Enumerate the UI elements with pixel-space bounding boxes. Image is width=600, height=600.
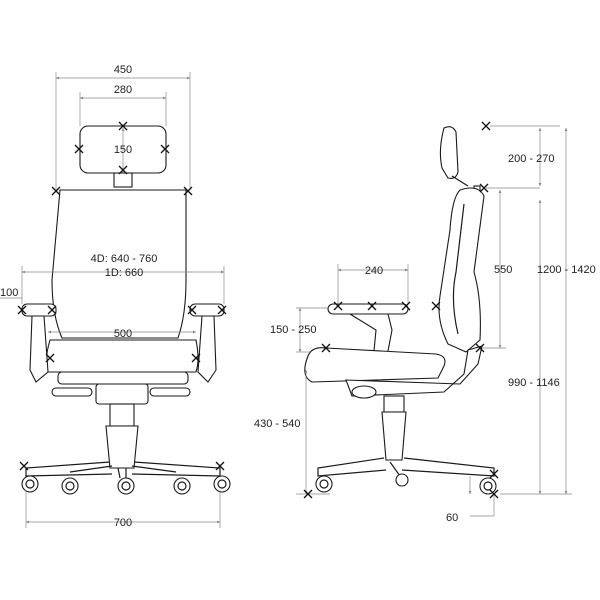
side-armrest-pad <box>327 303 409 315</box>
front-armrest-left <box>21 303 57 317</box>
side-armrest-height-label: 150 - 250 <box>270 324 316 336</box>
side-gas-lift-cover <box>383 395 405 413</box>
side-casters <box>315 473 497 495</box>
side-backrest <box>438 187 485 353</box>
front-overall-width-label: 450 <box>114 64 132 76</box>
front-dimension-lines <box>0 72 225 528</box>
front-backrest-height-1d-label: 1D: 660 <box>105 267 144 279</box>
side-seat <box>304 347 446 383</box>
front-headrest-width-label: 280 <box>114 84 132 96</box>
front-seat-width-label: 500 <box>114 328 132 340</box>
side-back-height-label: 990 - 1146 <box>508 377 560 389</box>
front-base-legs <box>25 461 221 479</box>
front-reference-marks <box>17 121 227 471</box>
side-headrest <box>439 126 459 179</box>
side-lumbar-height-label: 550 <box>494 264 512 276</box>
front-seat-base <box>57 371 189 385</box>
front-base-diameter-label: 700 <box>114 517 132 529</box>
front-seat <box>45 339 199 373</box>
side-dimension-lines <box>296 125 572 517</box>
front-armrest-span-label: 100 <box>0 287 18 299</box>
front-gas-lift <box>105 425 139 469</box>
front-armrest-right <box>189 303 225 317</box>
side-seat-height-label: 430 - 540 <box>254 418 300 430</box>
side-view: 200 - 270 240 550 1200 - 1420 150 - 250 … <box>254 121 596 524</box>
front-armrest-left-support <box>29 315 49 383</box>
front-headrest-height-label: 150 <box>114 144 132 156</box>
side-total-height-label: 1200 - 1420 <box>537 264 596 276</box>
front-handle-right <box>149 387 191 397</box>
front-armrest-right-support <box>197 315 217 383</box>
front-casters <box>21 475 231 495</box>
front-gas-lift-cover <box>109 403 135 427</box>
front-mechanism <box>95 383 149 405</box>
front-view: 450 280 150 4D: 640 - 760 1D: 660 100 50… <box>0 64 231 529</box>
side-mechanism <box>345 345 483 397</box>
front-backrest-height-label: 4D: 640 - 760 <box>91 253 158 265</box>
front-headrest-post <box>113 172 133 188</box>
side-caster-offset-label: 60 <box>446 512 458 524</box>
side-armrest-depth-label: 240 <box>365 265 383 277</box>
side-gas-lift <box>381 411 407 461</box>
side-tilt-knob <box>351 385 377 399</box>
front-backrest <box>51 189 187 339</box>
side-headrest-adjust-label: 200 - 270 <box>508 153 554 165</box>
side-reference-marks <box>303 121 499 499</box>
side-base-legs <box>317 457 495 477</box>
front-handle-left <box>51 387 93 397</box>
